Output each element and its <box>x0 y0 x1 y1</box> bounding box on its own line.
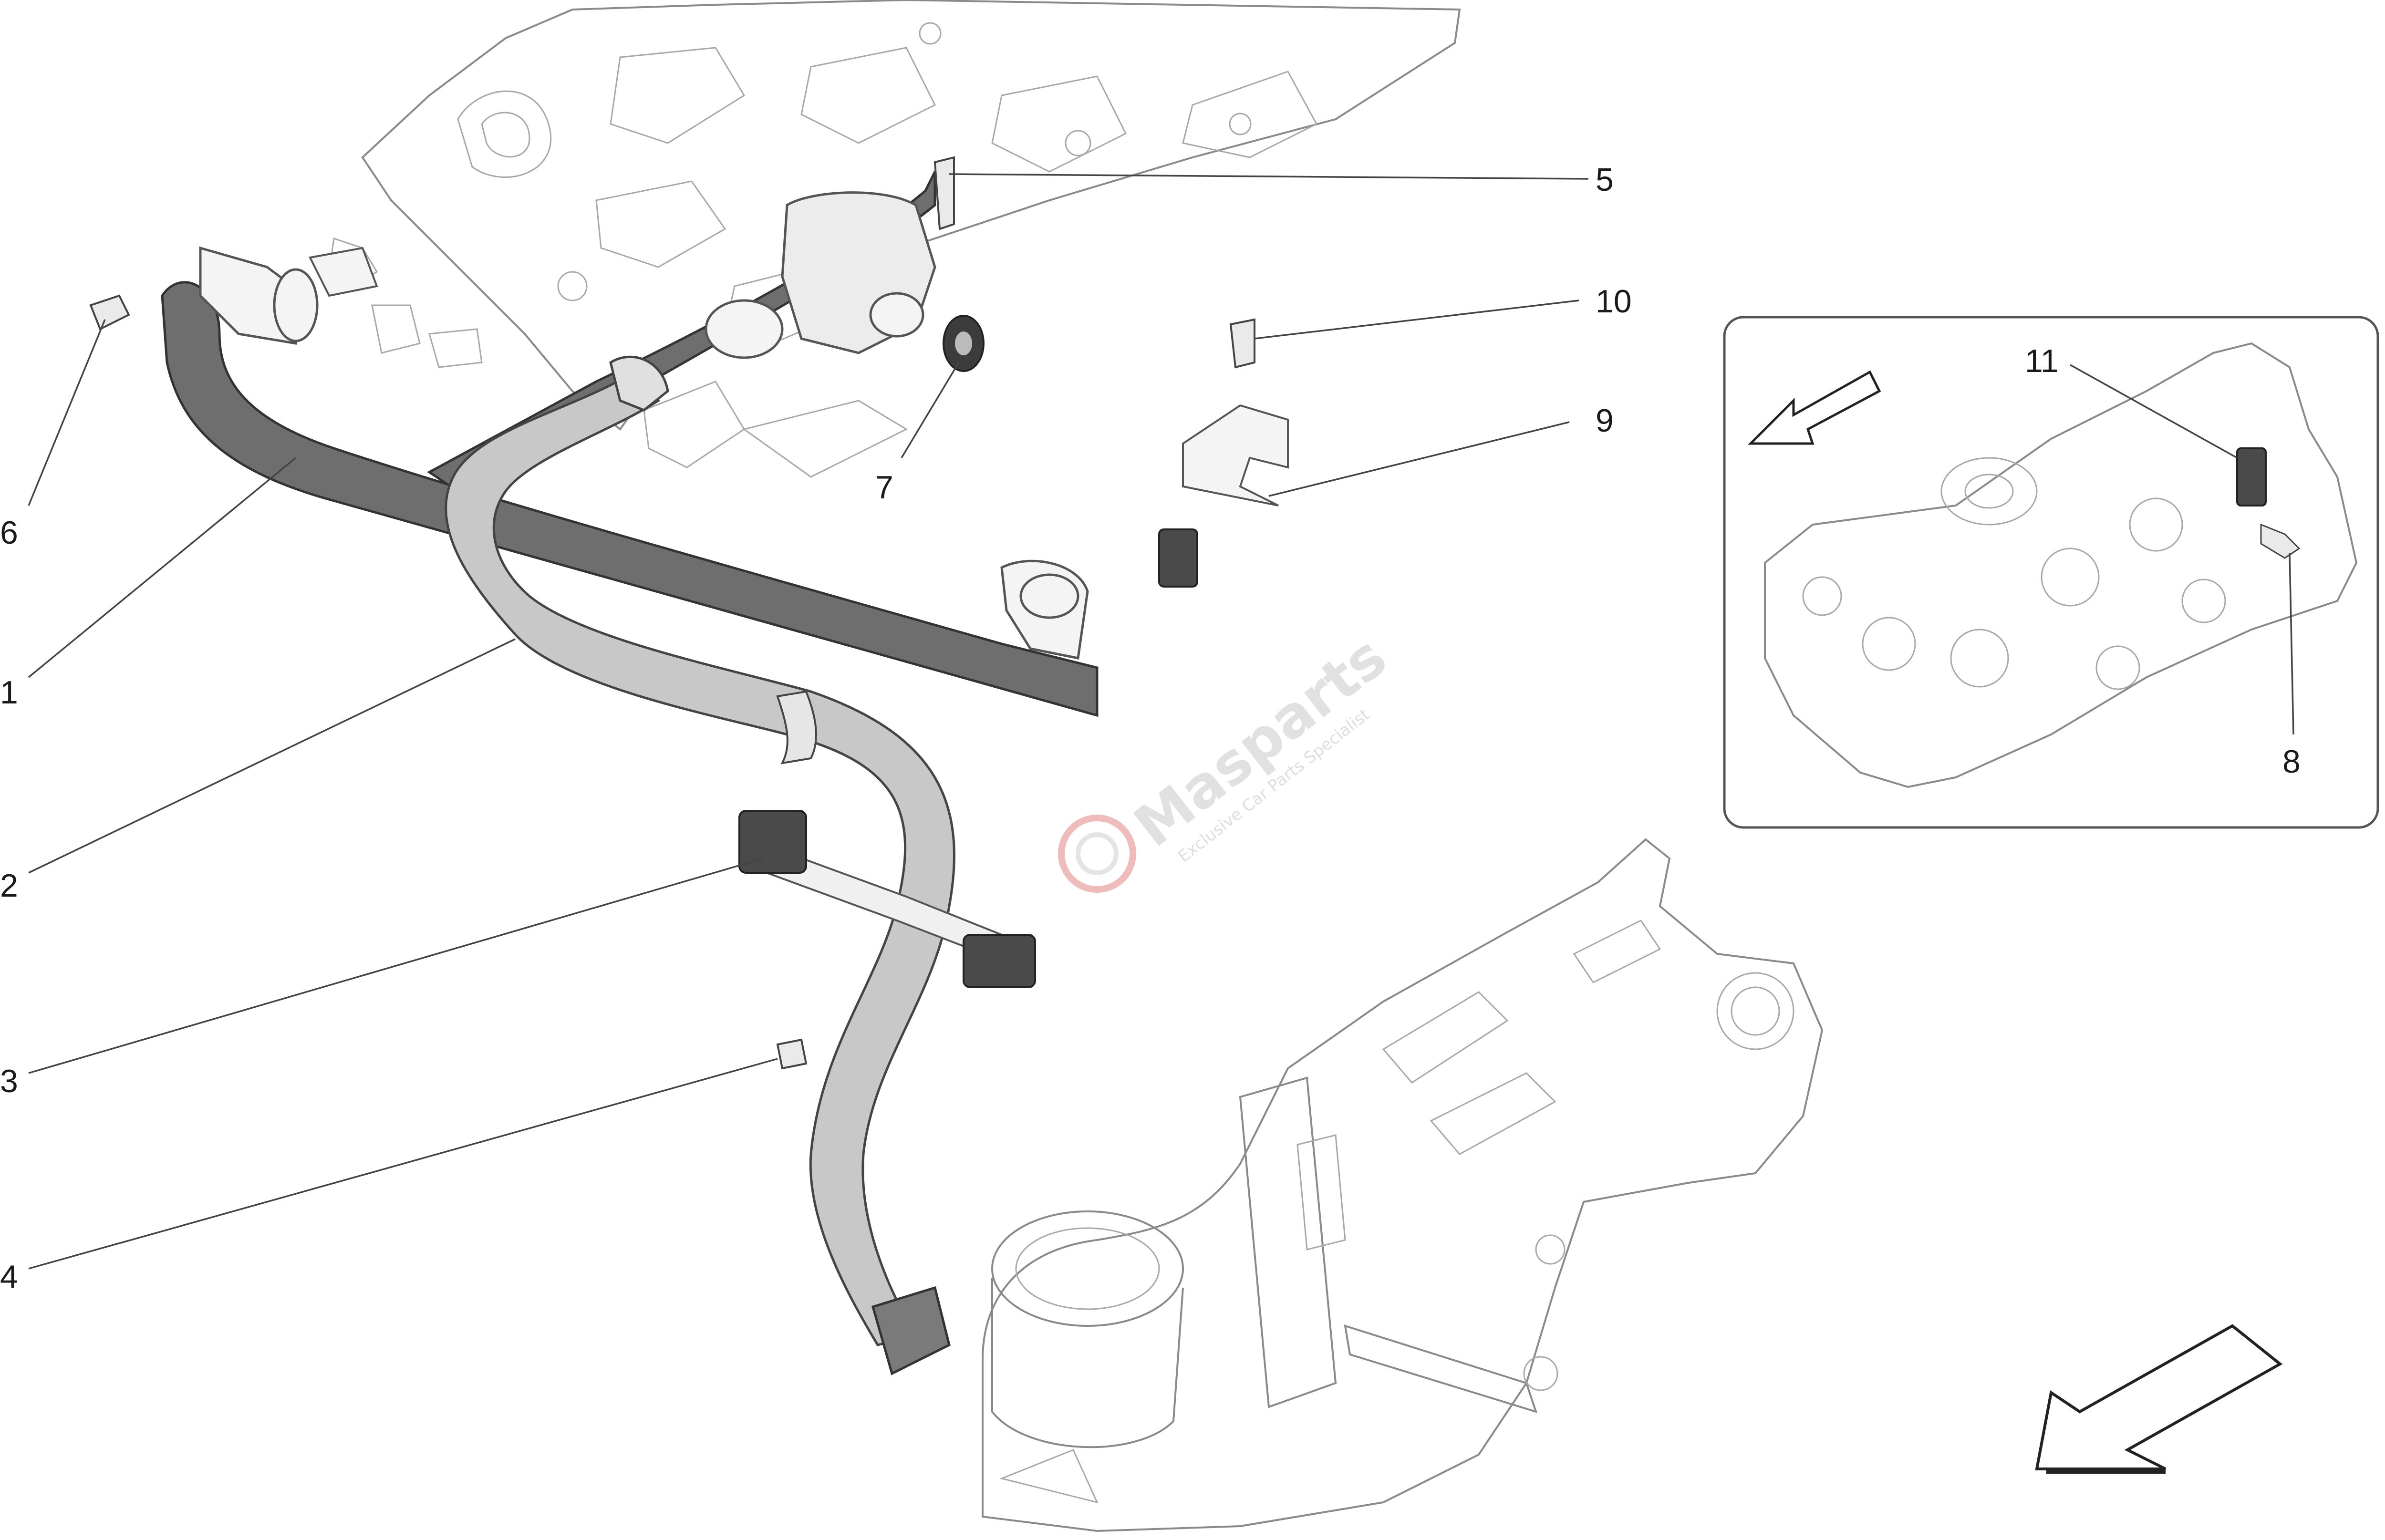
callout-4: 4 <box>0 1259 18 1295</box>
hose-bracket-clips <box>738 810 1036 988</box>
watermark-brand: Masparts <box>1122 624 1399 860</box>
direction-arrow-main <box>2035 1324 2283 1474</box>
direction-arrow-inset <box>1747 370 1881 445</box>
callout-2: 2 <box>0 868 18 904</box>
valve-housing <box>705 191 985 372</box>
watermark-logo <box>1058 815 1136 893</box>
callout-11: 11 <box>2025 343 2059 379</box>
engine-block-outline <box>328 0 1461 478</box>
callout-8: 8 <box>2282 744 2301 780</box>
callout-1: 1 <box>0 674 18 711</box>
watermark: Masparts Exclusive Car Parts Specialist <box>1058 624 1399 893</box>
callout-3: 3 <box>0 1063 18 1099</box>
callout-6: 6 <box>0 515 18 551</box>
light-coolant-hose <box>445 355 955 1375</box>
callout-5: 5 <box>1596 162 1614 198</box>
fasteners <box>89 156 1289 1070</box>
callout-9: 9 <box>1596 403 1614 439</box>
dark-breather-hose <box>161 171 1099 717</box>
callout-7: 7 <box>875 469 893 506</box>
lower-engine-outline <box>982 838 1824 1532</box>
detail-inset <box>1723 316 2379 829</box>
callouts: 1 2 3 4 5 6 7 8 9 10 11 <box>0 162 2301 1295</box>
leader-lines <box>28 173 2294 1270</box>
callout-10: 10 <box>1596 283 1632 320</box>
